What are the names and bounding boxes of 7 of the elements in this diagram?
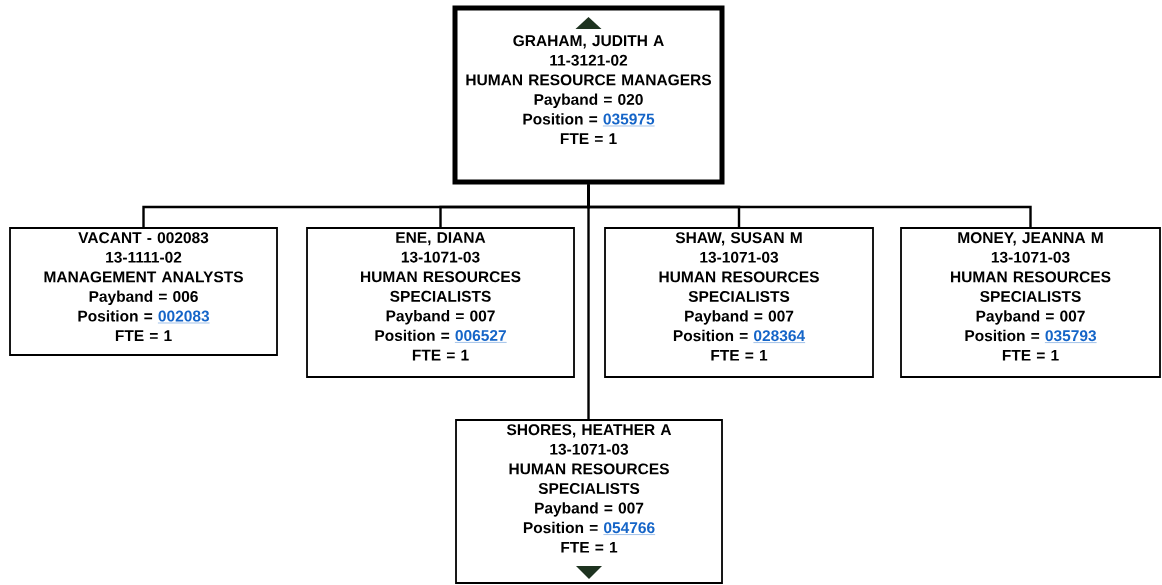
org-box: VACANT - 002083 13-1111-02 MANAGEMENT ANALYSTS Payband = 006 Position = 002083 FTE = 1 — [9, 227, 278, 356]
org-box: SHAW, SUSAN M 13-1071-03 HUMAN RESOURCES SPECIALISTS Payband = 007 Position = 028364 FTE = 1 — [604, 227, 874, 378]
org-box: MONEY, JEANNA M 13-1071-03 HUMAN RESOURCES SPECIALISTS Payband = 007 Position = 035793 FTE = 1 — [900, 227, 1161, 378]
org-box: GRAHAM, JUDITH A 11-3121-02 HUMAN RESOURCE MANAGERS Payband = 020 Position = 035975 FTE = 1 — [452, 5, 725, 185]
connector-line — [587, 184, 590, 420]
org-box: ENE, DIANA 13-1071-03 HUMAN RESOURCES SPECIALISTS Payband = 007 Position = 006527 FTE = 1 — [306, 227, 575, 378]
org-box: SHORES, HEATHER A 13-1071-03 HUMAN RESOURCES SPECIALISTS Payband = 007 Position = 054766 FTE = 1 — [455, 419, 723, 584]
